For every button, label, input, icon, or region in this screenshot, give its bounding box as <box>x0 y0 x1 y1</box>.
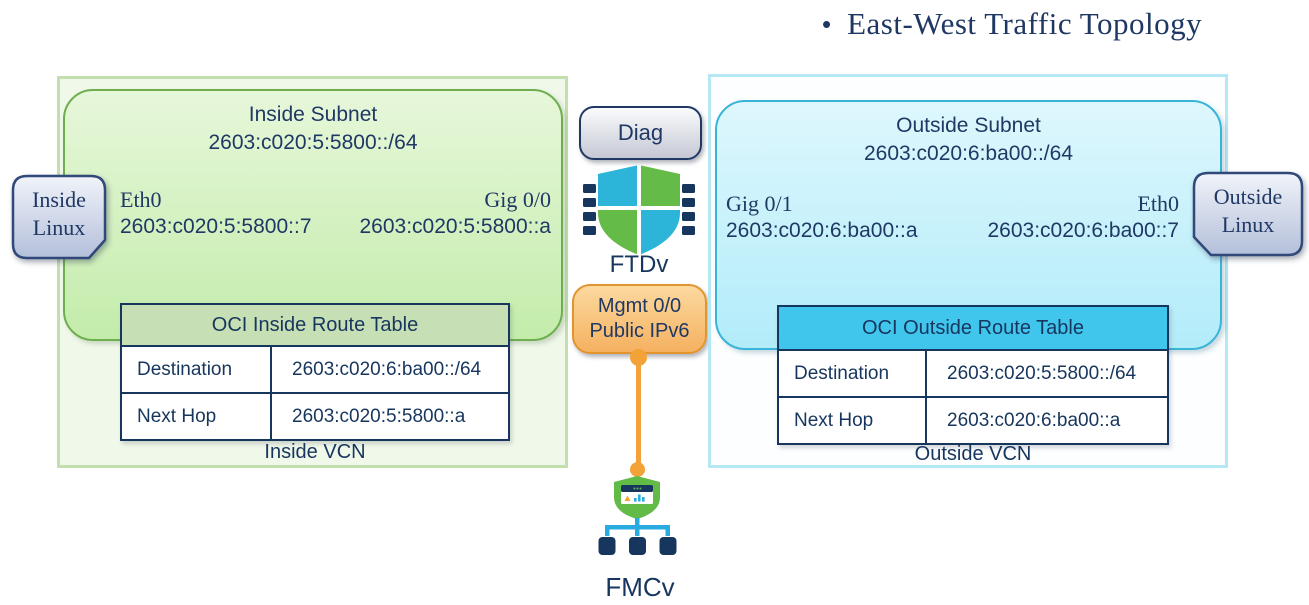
outside-rt-nexthop-label: Next Hop <box>779 398 927 443</box>
inside-gig00-interface: Gig 0/0 2603:c020:5:5800::a <box>359 186 551 240</box>
inside-rt-nexthop-label: Next Hop <box>122 394 272 439</box>
inside-subnet-title: Inside Subnet 2603:c020:5:5800::/64 <box>65 101 561 157</box>
diag-label: Diag <box>617 120 664 145</box>
inside-route-table: OCI Inside Route Table Destination 2603:… <box>120 303 510 441</box>
outside-linux-shape <box>1192 171 1304 257</box>
outside-subnet-cidr: 2603:c020:6:ba00::/64 <box>863 142 1073 165</box>
slide-title-text: East-West Traffic Topology <box>847 6 1203 41</box>
outside-rt-nexthop-value: 2603:c020:6:ba00::a <box>947 409 1121 431</box>
outside-eth0-interface: Eth0 2603:c020:6:ba00::7 <box>987 190 1179 244</box>
inside-linux-shape <box>11 174 107 260</box>
mgmt-box: Mgmt 0/0 Public IPv6 <box>572 284 707 354</box>
inside-subnet-name: Inside Subnet <box>248 103 378 126</box>
inside-subnet-cidr: 2603:c020:5:5800::/64 <box>208 131 418 154</box>
inside-rt-destination-value: 2603:c020:6:ba00::/64 <box>292 358 482 380</box>
mgmt-line1: Mgmt 0/0 <box>597 295 682 317</box>
outside-rt-destination-label: Destination <box>779 351 927 396</box>
outside-subnet-title: Outside Subnet 2603:c020:6:ba00::/64 <box>717 112 1220 168</box>
bullet-icon: • <box>822 9 832 39</box>
ftdv-label: FTDv <box>609 251 669 278</box>
inside-rt-nexthop-value: 2603:c020:5:5800::a <box>292 405 466 427</box>
outside-eth0-name: Eth0 <box>1137 191 1179 216</box>
table-row: Destination 2603:c020:5:5800::/64 <box>779 351 1167 398</box>
outside-vcn-caption: Outside VCN <box>914 443 1032 465</box>
outside-route-table: OCI Outside Route Table Destination 2603… <box>777 305 1169 445</box>
inside-rt-destination-label: Destination <box>122 347 272 392</box>
outside-gig01-interface: Gig 0/1 2603:c020:6:ba00::a <box>726 190 918 244</box>
outside-linux-line2: Linux <box>1221 212 1275 237</box>
inside-eth0-address: 2603:c020:5:5800::7 <box>120 215 312 238</box>
mgmt-connector-line <box>636 355 641 467</box>
mgmt-line2: Public IPv6 <box>589 320 690 342</box>
inside-subnet-box: Inside Subnet 2603:c020:5:5800::/64 Eth0… <box>63 89 563 341</box>
inside-eth0-interface: Eth0 2603:c020:5:5800::7 <box>120 186 312 240</box>
outside-linux-label: Outside Linux <box>1191 183 1305 239</box>
diag-box: Diag <box>579 106 702 160</box>
mgmt-connector-dot-bottom <box>630 462 645 477</box>
inside-gig00-address: 2603:c020:5:5800::a <box>359 215 551 238</box>
fmcv-manager-icon <box>598 476 677 555</box>
mgmt-connector-dot-top <box>630 349 647 366</box>
fmcv-label: FMCv <box>605 572 675 602</box>
outside-gig01-address: 2603:c020:6:ba00::a <box>726 219 918 242</box>
table-row: Destination 2603:c020:6:ba00::/64 <box>122 347 508 394</box>
inside-eth0-name: Eth0 <box>120 187 162 212</box>
inside-vcn-caption: Inside VCN <box>264 441 366 463</box>
table-row: Next Hop 2603:c020:6:ba00::a <box>779 398 1167 443</box>
outside-gig01-name: Gig 0/1 <box>726 191 793 216</box>
inside-gig00-name: Gig 0/0 <box>484 187 551 212</box>
inside-linux-line1: Inside <box>32 187 86 212</box>
outside-subnet-name: Outside Subnet <box>896 114 1041 137</box>
slide-title: • East-West Traffic Topology <box>822 4 1202 44</box>
outside-linux-line1: Outside <box>1213 184 1283 209</box>
outside-rt-destination-value: 2603:c020:5:5800::/64 <box>947 362 1137 384</box>
ftdv-firewall-icon <box>583 165 695 255</box>
inside-linux-label: Inside Linux <box>10 186 108 242</box>
inside-route-table-header: OCI Inside Route Table <box>122 305 508 347</box>
inside-linux-line2: Linux <box>32 215 86 240</box>
outside-eth0-address: 2603:c020:6:ba00::7 <box>987 219 1179 242</box>
outside-route-table-header: OCI Outside Route Table <box>779 307 1167 351</box>
table-row: Next Hop 2603:c020:5:5800::a <box>122 394 508 439</box>
